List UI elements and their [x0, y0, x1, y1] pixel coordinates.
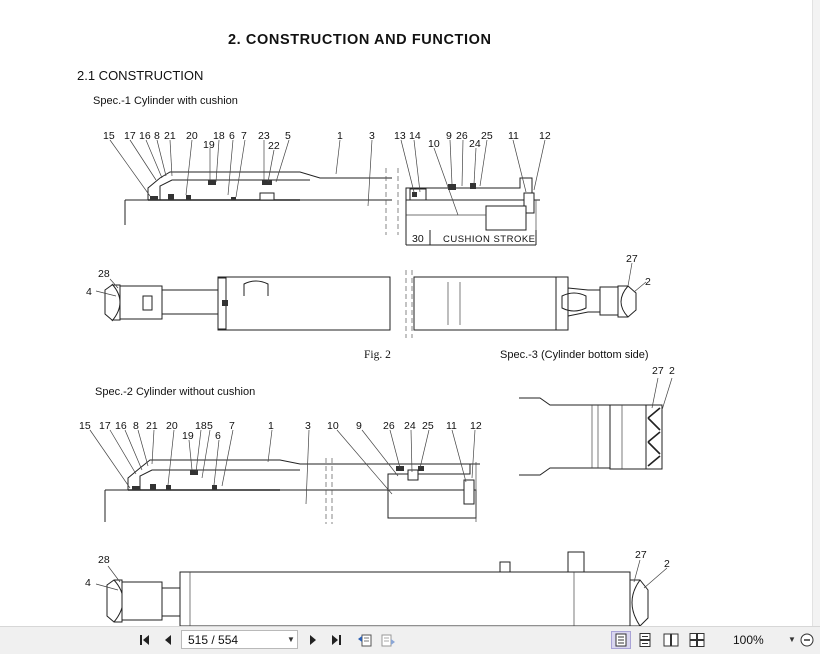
- document-page: 2. CONSTRUCTION AND FUNCTION 2.1 CONSTRU…: [77, 32, 675, 626]
- callout: 10: [428, 138, 440, 150]
- callout: 16: [139, 130, 151, 142]
- cushion-value: 30: [412, 233, 424, 245]
- page-number-input[interactable]: 515 / 554 ▼: [181, 630, 298, 649]
- callout: 5: [285, 130, 291, 142]
- callout: 16: [115, 420, 127, 432]
- callout: 2: [669, 365, 675, 377]
- spec2-external-view: 28 4 27 2: [85, 549, 670, 626]
- spec1-label: Spec.-1 Cylinder with cushion: [93, 95, 238, 107]
- callout: 14: [409, 130, 421, 142]
- callout: 6: [215, 430, 221, 442]
- callout: 23: [258, 130, 270, 142]
- vertical-scrollbar[interactable]: [812, 0, 820, 626]
- callout: 25: [481, 130, 493, 142]
- callout: 1: [337, 130, 343, 142]
- callout: 18: [213, 130, 225, 142]
- spec1-callouts: 15 17 16 8 21 20 18 6 7 19 23 22 5 1 3 1…: [103, 130, 551, 152]
- callout: 11: [446, 420, 457, 432]
- callout: 2: [664, 558, 670, 570]
- continuous-view-icon[interactable]: [636, 631, 654, 649]
- callout: 26: [456, 130, 468, 142]
- first-page-icon[interactable]: [137, 631, 153, 649]
- callout: 22: [268, 140, 280, 152]
- spec1-external-view: 28 4 27 2: [86, 253, 651, 338]
- prev-page-icon[interactable]: [160, 631, 176, 649]
- callout: 19: [203, 139, 215, 151]
- previous-view-icon[interactable]: [356, 631, 374, 649]
- callout: 17: [99, 420, 111, 432]
- chapter-heading: 2. CONSTRUCTION AND FUNCTION: [228, 32, 492, 48]
- technical-drawing: 30 CUSHION STROKE 15 17 16 8 21 20 18 6 …: [79, 130, 675, 626]
- callout: 20: [166, 420, 178, 432]
- callout: 27: [635, 549, 647, 561]
- spec3-view: 27 2: [519, 365, 675, 476]
- callout: 1: [268, 420, 274, 432]
- callout: 4: [85, 577, 91, 589]
- callout: 7: [229, 420, 235, 432]
- callout: 6: [229, 130, 235, 142]
- next-view-icon[interactable]: [379, 631, 397, 649]
- pdf-toolbar: 515 / 554 ▼ 100% ▼: [0, 626, 820, 654]
- callout: 21: [146, 420, 158, 432]
- callout: 12: [539, 130, 551, 142]
- callout: 28: [98, 554, 110, 566]
- callout: 9: [356, 420, 362, 432]
- callout: 2: [645, 276, 651, 288]
- page-number-value: 515 / 554: [188, 632, 239, 647]
- continuous-facing-view-icon[interactable]: [687, 631, 707, 649]
- cushion-stroke-label: CUSHION STROKE: [443, 234, 536, 245]
- callout: 24: [404, 420, 416, 432]
- callout: 28: [98, 268, 110, 280]
- spec1-section-view: 30 CUSHION STROKE: [109, 139, 546, 246]
- callout: 26: [383, 420, 395, 432]
- callout: 8: [154, 130, 160, 142]
- facing-view-icon[interactable]: [661, 631, 681, 649]
- callout: 15: [103, 130, 115, 142]
- callout: 8: [133, 420, 139, 432]
- callout: 10: [327, 420, 339, 432]
- callout: 15: [79, 420, 91, 432]
- callout: 24: [469, 138, 481, 150]
- callout: 27: [626, 253, 638, 265]
- spec2-section-view: 15 17 16 8 21 20 19 18 5 6 7 1 3 10 9 26…: [79, 420, 482, 524]
- next-page-icon[interactable]: [305, 631, 321, 649]
- callout: 25: [422, 420, 434, 432]
- callout: 4: [86, 286, 92, 298]
- zoom-value[interactable]: 100%: [733, 633, 764, 647]
- callout: 3: [369, 130, 375, 142]
- callout: 17: [124, 130, 136, 142]
- zoom-out-icon[interactable]: [798, 631, 816, 649]
- callout: 11: [508, 130, 519, 142]
- callout: 5: [207, 420, 213, 432]
- callout: 12: [470, 420, 482, 432]
- zoom-chevron-down-icon[interactable]: ▼: [788, 635, 796, 644]
- last-page-icon[interactable]: [328, 631, 344, 649]
- chevron-down-icon[interactable]: ▼: [287, 635, 295, 644]
- callout: 3: [305, 420, 311, 432]
- callout: 13: [394, 130, 406, 142]
- callout: 20: [186, 130, 198, 142]
- figure-caption: Fig. 2: [364, 349, 391, 361]
- callout: 7: [241, 130, 247, 142]
- callout: 27: [652, 365, 664, 377]
- single-page-view-icon[interactable]: [611, 631, 631, 649]
- callout: 19: [182, 430, 194, 442]
- spec3-label: Spec.-3 (Cylinder bottom side): [500, 349, 649, 361]
- spec2-label: Spec.-2 Cylinder without cushion: [95, 386, 256, 398]
- section-heading: 2.1 CONSTRUCTION: [77, 68, 204, 83]
- callout: 18: [195, 420, 207, 432]
- callout: 9: [446, 130, 452, 142]
- callout: 21: [164, 130, 176, 142]
